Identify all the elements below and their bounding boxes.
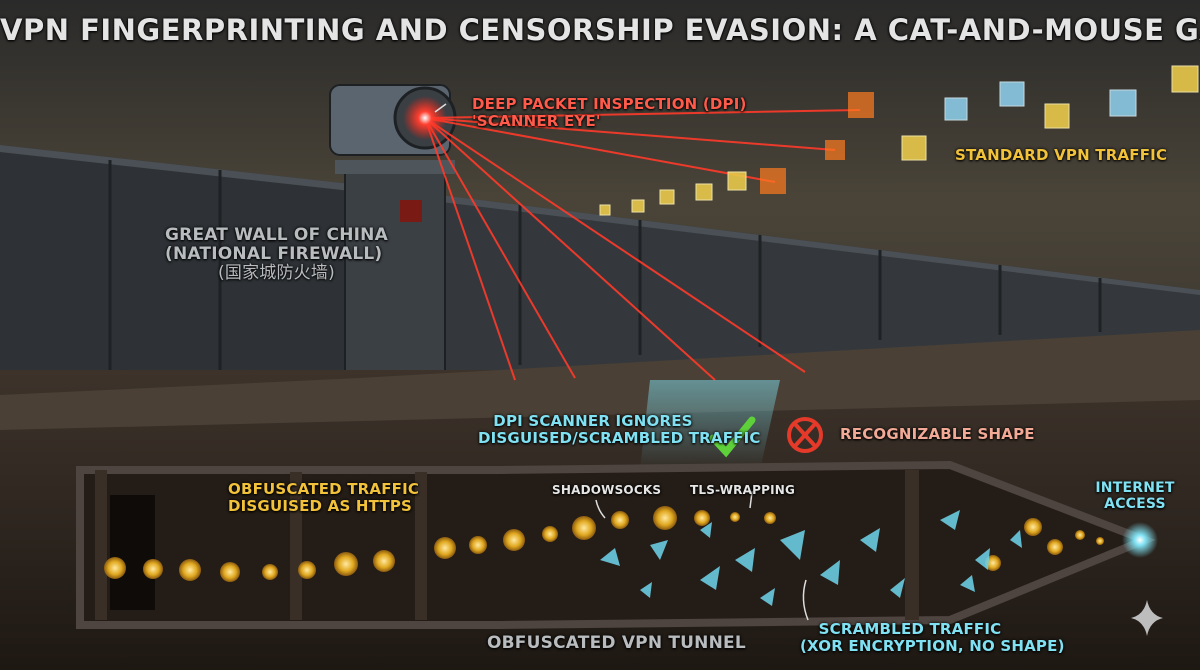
- dpi-ignores-line1: DPI SCANNER IGNORES: [493, 412, 693, 430]
- internet-line1: INTERNET: [1095, 480, 1175, 496]
- wall-label-line2: (NATIONAL FIREWALL): [165, 244, 383, 265]
- dpi-ignores-label: DPI SCANNER IGNORES DISGUISED/SCRAMBLED …: [478, 412, 761, 447]
- dpi-label-line2: 'SCANNER EYE': [472, 111, 601, 130]
- internet-line2: ACCESS: [1104, 495, 1166, 512]
- cross-circle-icon: [787, 417, 823, 453]
- firewall-wall: [0, 145, 1200, 400]
- dpi-ignores-line2: DISGUISED/SCRAMBLED TRAFFIC: [478, 428, 761, 447]
- obfuscated-traffic-coins: [104, 506, 1104, 582]
- wall-label: GREAT WALL OF CHINA (NATIONAL FIREWALL) …: [165, 225, 388, 284]
- check-icon: [709, 416, 756, 458]
- laser-beams: [424, 109, 861, 381]
- scrambled-traffic-label: SCRAMBLED TRAFFIC (XOR ENCRYPTION, NO SH…: [800, 620, 1065, 655]
- scrambled-line1: SCRAMBLED TRAFFIC: [818, 620, 1002, 638]
- tunnel-label: OBFUSCATED VPN TUNNEL: [487, 633, 746, 653]
- tls-wrapping-label: TLS-WRAPPING: [690, 483, 796, 497]
- recognizable-shape-label: RECOGNIZABLE SHAPE: [840, 425, 1035, 443]
- shadowsocks-label: SHADOWSOCKS: [552, 483, 662, 497]
- dpi-label: DEEP PACKET INSPECTION (DPI) 'SCANNER EY…: [472, 96, 747, 130]
- page-title: VPN FINGERPRINTING AND CENSORSHIP EVASIO…: [0, 13, 1200, 47]
- obfuscated-line2: DISGUISED AS HTTPS: [228, 496, 413, 515]
- dpi-label-line1: DEEP PACKET INSPECTION (DPI): [472, 95, 747, 113]
- internet-access-label: INTERNET ACCESS: [1095, 480, 1175, 512]
- scrambled-line2: (XOR ENCRYPTION, NO SHAPE): [800, 636, 1065, 655]
- wall-label-line3: (国家城防火墙): [218, 263, 335, 284]
- internet-glow: [1122, 522, 1158, 558]
- wall-label-line1: GREAT WALL OF CHINA: [165, 225, 388, 245]
- standard-traffic-cubes: [599, 65, 1199, 216]
- standard-traffic-label: STANDARD VPN TRAFFIC: [955, 146, 1168, 164]
- scrambled-shards: [600, 510, 1022, 606]
- tunnel: [76, 460, 1156, 629]
- sparkle-icon: [1131, 600, 1163, 636]
- scanner-eye-icon: [403, 96, 447, 140]
- obfuscated-traffic-label: OBFUSCATED TRAFFIC DISGUISED AS HTTPS: [228, 480, 420, 515]
- obfuscated-line1: OBFUSCATED TRAFFIC: [228, 480, 420, 498]
